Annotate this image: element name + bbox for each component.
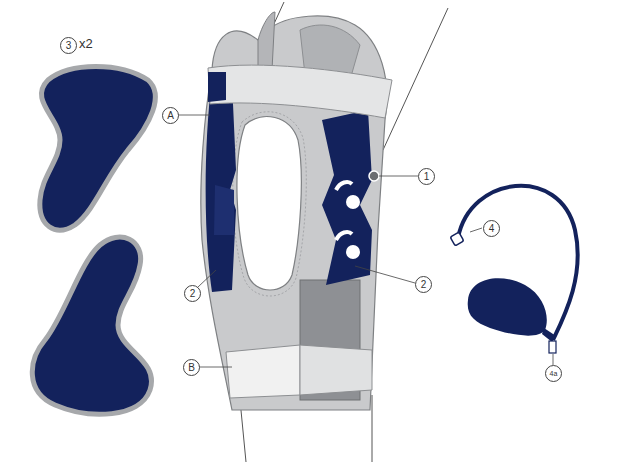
callout-number: 4a (545, 365, 562, 382)
strap-letter: A (162, 107, 179, 124)
callout-number: 1 (418, 168, 435, 185)
air-pump (450, 186, 578, 353)
leader-lines (178, 115, 553, 367)
quantity-label: x2 (79, 36, 93, 51)
pad-count-number: 3 (60, 37, 77, 54)
condyle-pads (32, 67, 155, 415)
callout-number: 4 (483, 220, 500, 237)
brace-body (201, 12, 392, 410)
strap-letter: B (183, 359, 200, 376)
callout-number: 2 (184, 285, 201, 302)
callout-number: 2 (415, 276, 432, 293)
